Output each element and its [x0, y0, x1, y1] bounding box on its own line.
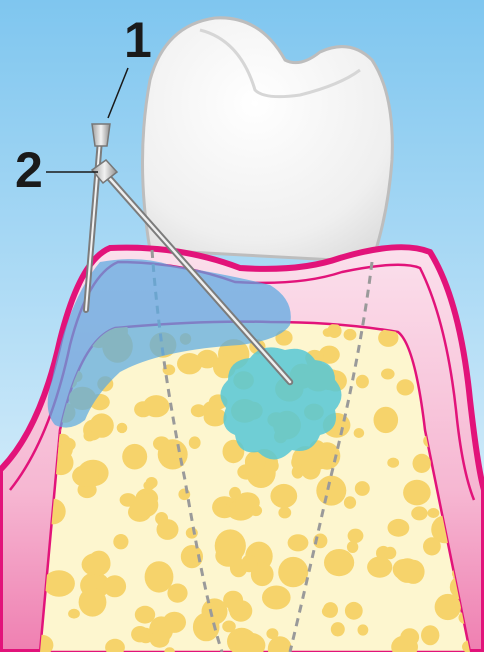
bone-pore [367, 557, 392, 578]
bone-pore [358, 624, 369, 635]
bone-pore [411, 506, 427, 520]
bone-pore [355, 481, 370, 496]
bone-pore [72, 465, 99, 487]
bone-pore [177, 353, 202, 374]
bone-pore [88, 551, 111, 576]
bone-pore [423, 537, 441, 555]
bone-pore [90, 413, 114, 437]
callout-label-2: 2 [15, 142, 43, 198]
bone-pore [288, 534, 309, 551]
bone-pore [316, 476, 346, 506]
bone-pore [395, 558, 420, 583]
bone-pore [278, 557, 308, 587]
bone-pore [354, 428, 365, 438]
bone-pore [270, 484, 297, 508]
tooth-crown [143, 18, 393, 262]
bone-pore [167, 584, 187, 603]
bone-pore [278, 507, 291, 519]
bone-pore [381, 369, 395, 380]
bone-pore [68, 609, 80, 619]
bone-pore [117, 423, 128, 433]
bone-pore [388, 519, 410, 537]
bone-pore [428, 508, 440, 518]
bone-pore [131, 626, 149, 642]
bone-pore [400, 628, 419, 646]
bone-pore [374, 407, 399, 433]
bone-pore [215, 545, 242, 567]
bone-pore [202, 598, 228, 624]
bone-pore [327, 324, 341, 338]
bone-pore [266, 628, 278, 639]
callout-label-1: 1 [124, 12, 152, 68]
bone-pore [348, 529, 364, 543]
syringe-cap [92, 124, 110, 146]
bone-pore [204, 408, 227, 426]
bone-pore [79, 588, 107, 617]
bone-pore [262, 586, 291, 610]
bone-pore [241, 555, 257, 573]
bone-pore [305, 446, 334, 470]
bone-pore [378, 329, 398, 347]
bone-pore [344, 496, 356, 509]
bone-pore [43, 570, 75, 597]
bone-pore [122, 444, 147, 470]
bone-pore [228, 600, 248, 616]
bone-pore [178, 489, 190, 501]
bone-pore [235, 492, 260, 513]
bone-pore [134, 493, 159, 517]
bone-pore [324, 549, 354, 576]
bone-pore [356, 375, 369, 389]
bone-pore [189, 436, 201, 449]
bone-pore [143, 481, 154, 491]
bone-pore [104, 575, 127, 597]
bone-pore [134, 401, 152, 417]
bone-pore [413, 454, 431, 473]
bone-pore [331, 622, 345, 636]
bone-pore [397, 379, 415, 395]
bone-pore [222, 621, 236, 633]
bone-pore [387, 458, 399, 468]
bone-pore [322, 605, 337, 617]
bone-pore [344, 329, 357, 341]
bone-pore [186, 527, 198, 538]
bone-pore [345, 602, 363, 620]
bone-pore [384, 547, 396, 559]
bone-pore [113, 534, 128, 549]
bone-pore [150, 631, 170, 648]
bone-pore [347, 541, 358, 553]
bone-pore [403, 480, 431, 506]
bone-pore [157, 519, 179, 540]
bone-pore [421, 625, 439, 645]
